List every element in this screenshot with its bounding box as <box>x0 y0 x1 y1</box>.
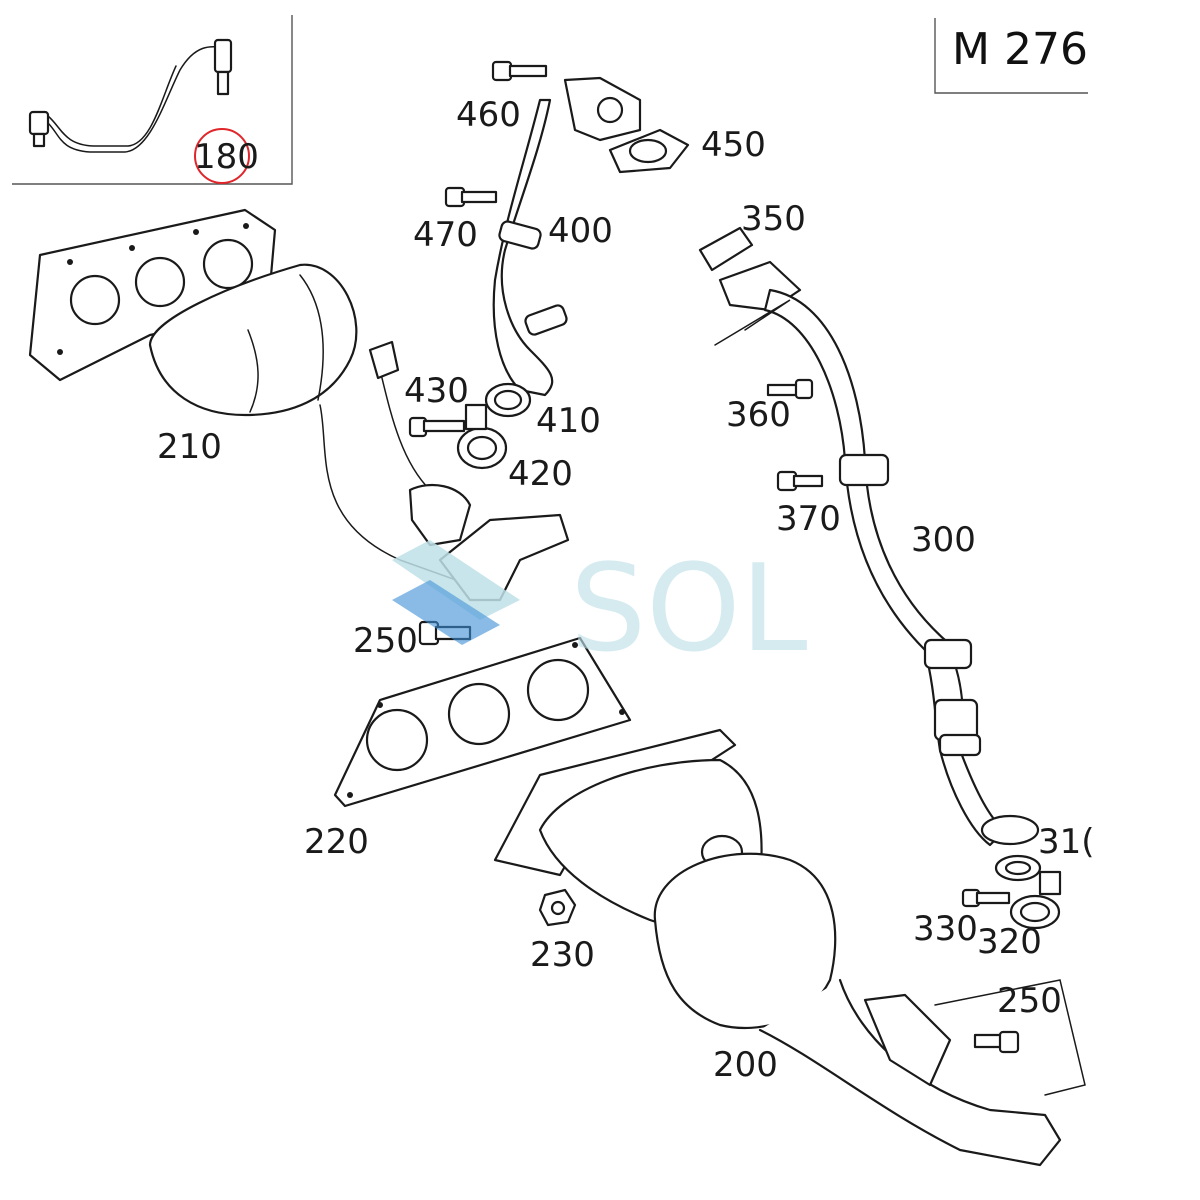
sensor-connector <box>28 110 50 136</box>
catalytic-manifold-210 <box>28 208 570 602</box>
oxygen-sensor-tip <box>216 70 230 96</box>
egr-pipe-400 <box>492 76 642 397</box>
callout-310: 31( <box>1038 822 1095 862</box>
bolt-460 <box>491 60 548 82</box>
lower-bracket <box>863 993 952 1087</box>
catalyst-body <box>148 263 358 417</box>
callout-250-upper: 250 <box>353 621 418 661</box>
watermark-text: SOL <box>570 540 808 679</box>
nut-230 <box>538 888 577 927</box>
callout-labels: 180 460 450 470 400 350 210 430 410 420 … <box>157 95 1095 1085</box>
leader-bracket-250 <box>934 979 1086 1096</box>
highlight-circle <box>194 128 250 184</box>
downpipe-outline <box>319 404 471 586</box>
callout-360: 360 <box>726 395 791 435</box>
callout-410: 410 <box>536 401 601 441</box>
callout-250-lower: 250 <box>997 981 1062 1021</box>
lower-catalyst-body <box>653 852 837 1030</box>
bolt-430 <box>408 416 466 438</box>
gasket-350 <box>698 226 754 272</box>
model-box: M 276 <box>934 18 1088 94</box>
callout-180: 180 <box>194 137 259 177</box>
bolt-330 <box>961 888 1011 908</box>
callout-460: 460 <box>456 95 521 135</box>
gasket-310 <box>994 854 1042 882</box>
callout-430: 430 <box>404 371 469 411</box>
callout-350: 350 <box>741 199 806 239</box>
pipe-300 <box>698 226 1040 847</box>
oxygen-sensor-body <box>213 38 233 74</box>
callout-230: 230 <box>530 935 595 975</box>
callout-220: 220 <box>304 822 369 862</box>
callout-420: 420 <box>508 454 573 494</box>
sensor-inset <box>12 15 293 185</box>
egr-tube <box>492 98 554 397</box>
bolt-250-lower <box>973 1030 1020 1054</box>
clamp-420 <box>456 403 508 470</box>
callout-320: 320 <box>977 922 1042 962</box>
gasket-450 <box>608 128 690 174</box>
bolt-360 <box>766 378 814 400</box>
callout-400: 400 <box>548 211 613 251</box>
callout-300: 300 <box>911 520 976 560</box>
callout-330: 330 <box>913 909 978 949</box>
clamp-320 <box>1009 870 1062 930</box>
bolt-370 <box>776 470 824 492</box>
inset-frame <box>12 15 293 185</box>
callout-200: 200 <box>713 1045 778 1085</box>
watermark: SOL <box>392 540 808 679</box>
callout-210: 210 <box>157 427 222 467</box>
sensor-cable <box>47 45 226 153</box>
callout-370: 370 <box>776 499 841 539</box>
bolt-470 <box>444 186 498 208</box>
callout-470: 470 <box>413 215 478 255</box>
gasket-220 <box>333 636 632 808</box>
flange-bracket <box>408 483 472 547</box>
callout-450: 450 <box>701 125 766 165</box>
model-label: M 276 <box>952 24 1088 75</box>
catalytic-manifold-200 <box>493 728 1062 1167</box>
gasket-410 <box>484 382 532 418</box>
